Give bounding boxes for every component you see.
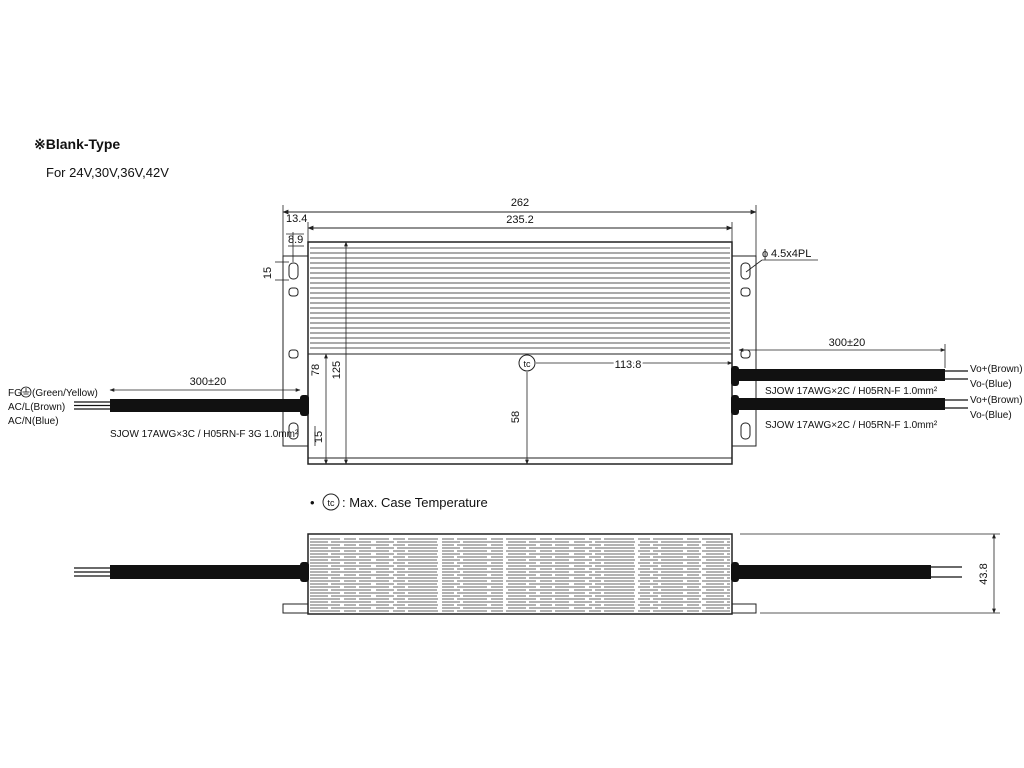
legend-text: : Max. Case Temperature (342, 495, 488, 510)
acn-wire-label: AC/N(Blue) (8, 416, 59, 427)
diagram-title: ※Blank-Type (34, 136, 121, 152)
output-cable-2 (731, 395, 968, 415)
housing-top-view (307, 241, 733, 465)
side-output-cable (731, 562, 962, 582)
cooling-fins-top (310, 247, 730, 349)
dim-overall-length: 262 (511, 197, 529, 209)
dim-height-lower: 58 (510, 411, 522, 423)
side-input-cable (74, 562, 309, 582)
legend-tc-symbol: tc (327, 498, 335, 508)
output-cable-1 (731, 366, 968, 386)
vo-plus-1-label: Vo+(Brown) (970, 364, 1023, 375)
ground-icon (20, 386, 32, 398)
dim-bottom-hole: 15 (313, 431, 325, 443)
legend-bullet: • (310, 495, 315, 510)
tc-point-icon (518, 354, 536, 372)
dim-mount-hole: 15 (262, 267, 274, 279)
dim-left-cable-length: 300±20 (190, 376, 227, 388)
dim-tc-offset: 113.8 (615, 359, 642, 371)
acl-wire-label: AC/L(Brown) (8, 402, 65, 413)
output-cable-2-spec: SJOW 17AWG×2C / H05RN-F 1.0mm² (765, 420, 938, 431)
vo-plus-2-label: Vo+(Brown) (970, 395, 1023, 406)
fg-wire-label: (Green/Yellow) (32, 388, 98, 399)
dim-offset-inner: 8.9 (288, 234, 303, 246)
dim-height-total: 125 (331, 361, 343, 379)
dim-hole-spec: 4.5x4PL (771, 248, 811, 260)
model-list: For 24V,30V,36V,42V (46, 165, 169, 180)
dim-offset-outer: 13.4 (286, 213, 307, 225)
input-cable (74, 395, 309, 416)
hole-spec-diameter-icon: ϕ (762, 248, 768, 260)
fg-prefix: FG (8, 388, 22, 399)
input-cable-spec: SJOW 17AWG×3C / H05RN-F 3G 1.0mm² (110, 429, 299, 440)
vo-minus-1-label: Vo-(Blue) (970, 379, 1012, 390)
dim-side-height: 43.8 (978, 563, 990, 584)
housing-side-view (282, 533, 757, 615)
tc-symbol: tc (523, 359, 531, 369)
dim-right-cable-length: 300±20 (829, 337, 866, 349)
output-cable-1-spec: SJOW 17AWG×2C / H05RN-F 1.0mm² (765, 386, 938, 397)
dim-height-upper: 78 (310, 364, 322, 376)
dim-body-length: 235.2 (506, 214, 534, 226)
legend-tc-icon (322, 493, 340, 511)
vo-minus-2-label: Vo-(Blue) (970, 410, 1012, 421)
